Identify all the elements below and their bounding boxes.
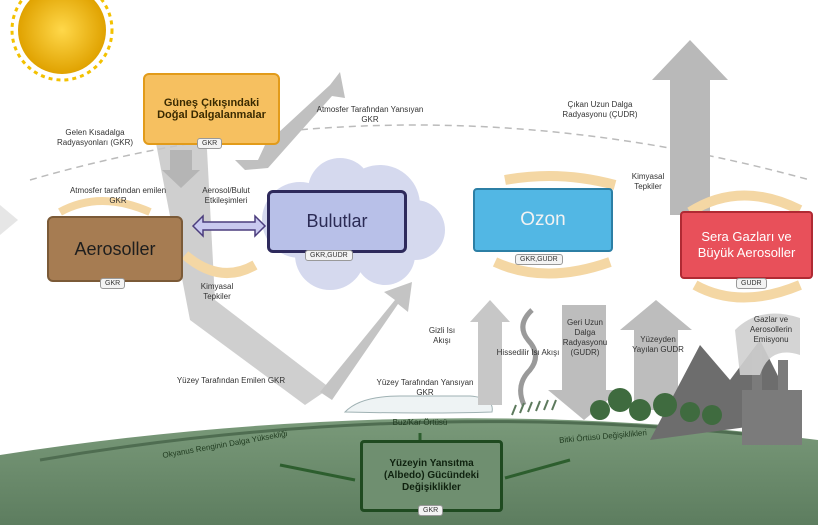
sun-variation-text: Güneş Çıkışındaki Doğal Dalgalanmalar [157,97,266,121]
sun-down-arrow [162,150,200,188]
sun-variation-box: Güneş Çıkışındaki Doğal Dalgalanmalar [143,73,280,145]
sensible-heat-wave [518,308,538,407]
trees-icon [590,388,722,425]
ice-cover-shape [343,395,493,414]
back-lw-label: Geri Uzun Dalga Radyasyonu (GUDR) [562,318,608,357]
incoming-sw-arrow [150,112,330,405]
albedo-tag: GKR [418,505,444,516]
greenhouse-cycle-arrow [687,190,803,217]
albedo-connector-right [504,458,571,480]
greenhouse-cycle-arrow-bottom [692,280,802,303]
heat-flux-label: Gizli Isı Akışı [428,326,456,345]
sun-tag: GKR [197,138,223,149]
aerosol-cycle-arrow [181,251,258,278]
grass-marks [511,399,557,416]
outgoing-lw-label: Çıkan Uzun Dalga Radyasyonu (ÇUDR) [562,100,638,119]
side-mark [0,205,18,235]
albedo-connector-left [279,463,356,482]
surface-lw-arrow [620,300,692,410]
greenhouse-box: Sera Gazları ve Büyük Aerosoller [680,211,813,279]
ice-cover-label: Buz/Kar Örtüsü [392,418,448,427]
gas-emission-label: Gazlar ve Aerosollerin Emisyonu [749,315,793,344]
ozone-tag: GKR,GUDR [515,254,563,265]
latent-heat-arrow [470,300,510,405]
back-lw-arrow [548,305,620,420]
surface-reflected-label: Yüzey Tarafından Yansıyan GKR [376,378,474,397]
aerosol-cycle-arrow-top [58,197,152,216]
aerosols-box: Aerosoller [47,216,183,282]
surface-absorbed-label: Yüzey Tarafından Emilen GKR [176,376,286,385]
sun-icon [10,0,114,82]
albedo-text: Yüzeyin Yansıtma (Albedo) Gücündeki Deği… [384,458,479,493]
chem-reactions-left-label: Kimyasal Tepkiler [200,282,234,301]
atm-reflected-arrow [235,72,345,170]
greenhouse-text: Sera Gazları ve Büyük Aerosoller [697,229,796,260]
ozone-cycle-arrow [504,171,617,190]
surface-reflected-arrow [320,282,412,400]
emission-smoke [735,313,800,375]
aerosols-text: Aerosoller [74,238,156,259]
aerosol-cloud-label: Aerosol/Bulut Etkileşimleri [202,186,250,205]
greenhouse-tag: GUDR [736,278,767,289]
sensible-heat-label: Hissedilir Isı Akışı [496,348,560,357]
incoming-sw-label: Gelen Kısadalga Radyasyonları (GKR) [56,128,134,147]
aerosols-tag: GKR [100,278,126,289]
clouds-box: Bulutlar [267,190,407,253]
clouds-text: Bulutlar [306,211,368,231]
aerosol-cloud-double-arrow [191,214,267,238]
ozone-text: Ozon [520,209,566,230]
ozone-box: Ozon [473,188,613,252]
outgoing-lw-arrow [652,40,728,215]
surface-lw-label: Yüzeyden Yayılan GUDR [632,335,684,354]
clouds-tag: GKR,GUDR [305,250,353,261]
ozone-cycle-arrow-bottom [492,257,612,279]
chem-reactions-right-label: Kimyasal Tepkiler [631,172,665,191]
atm-emitted-label: Atmosfer tarafından emilen GKR [69,186,167,205]
albedo-box: Yüzeyin Yansıtma (Albedo) Gücündeki Deği… [360,440,503,512]
atm-reflected-label: Atmosfer Tarafından Yansıyan GKR [316,105,424,124]
